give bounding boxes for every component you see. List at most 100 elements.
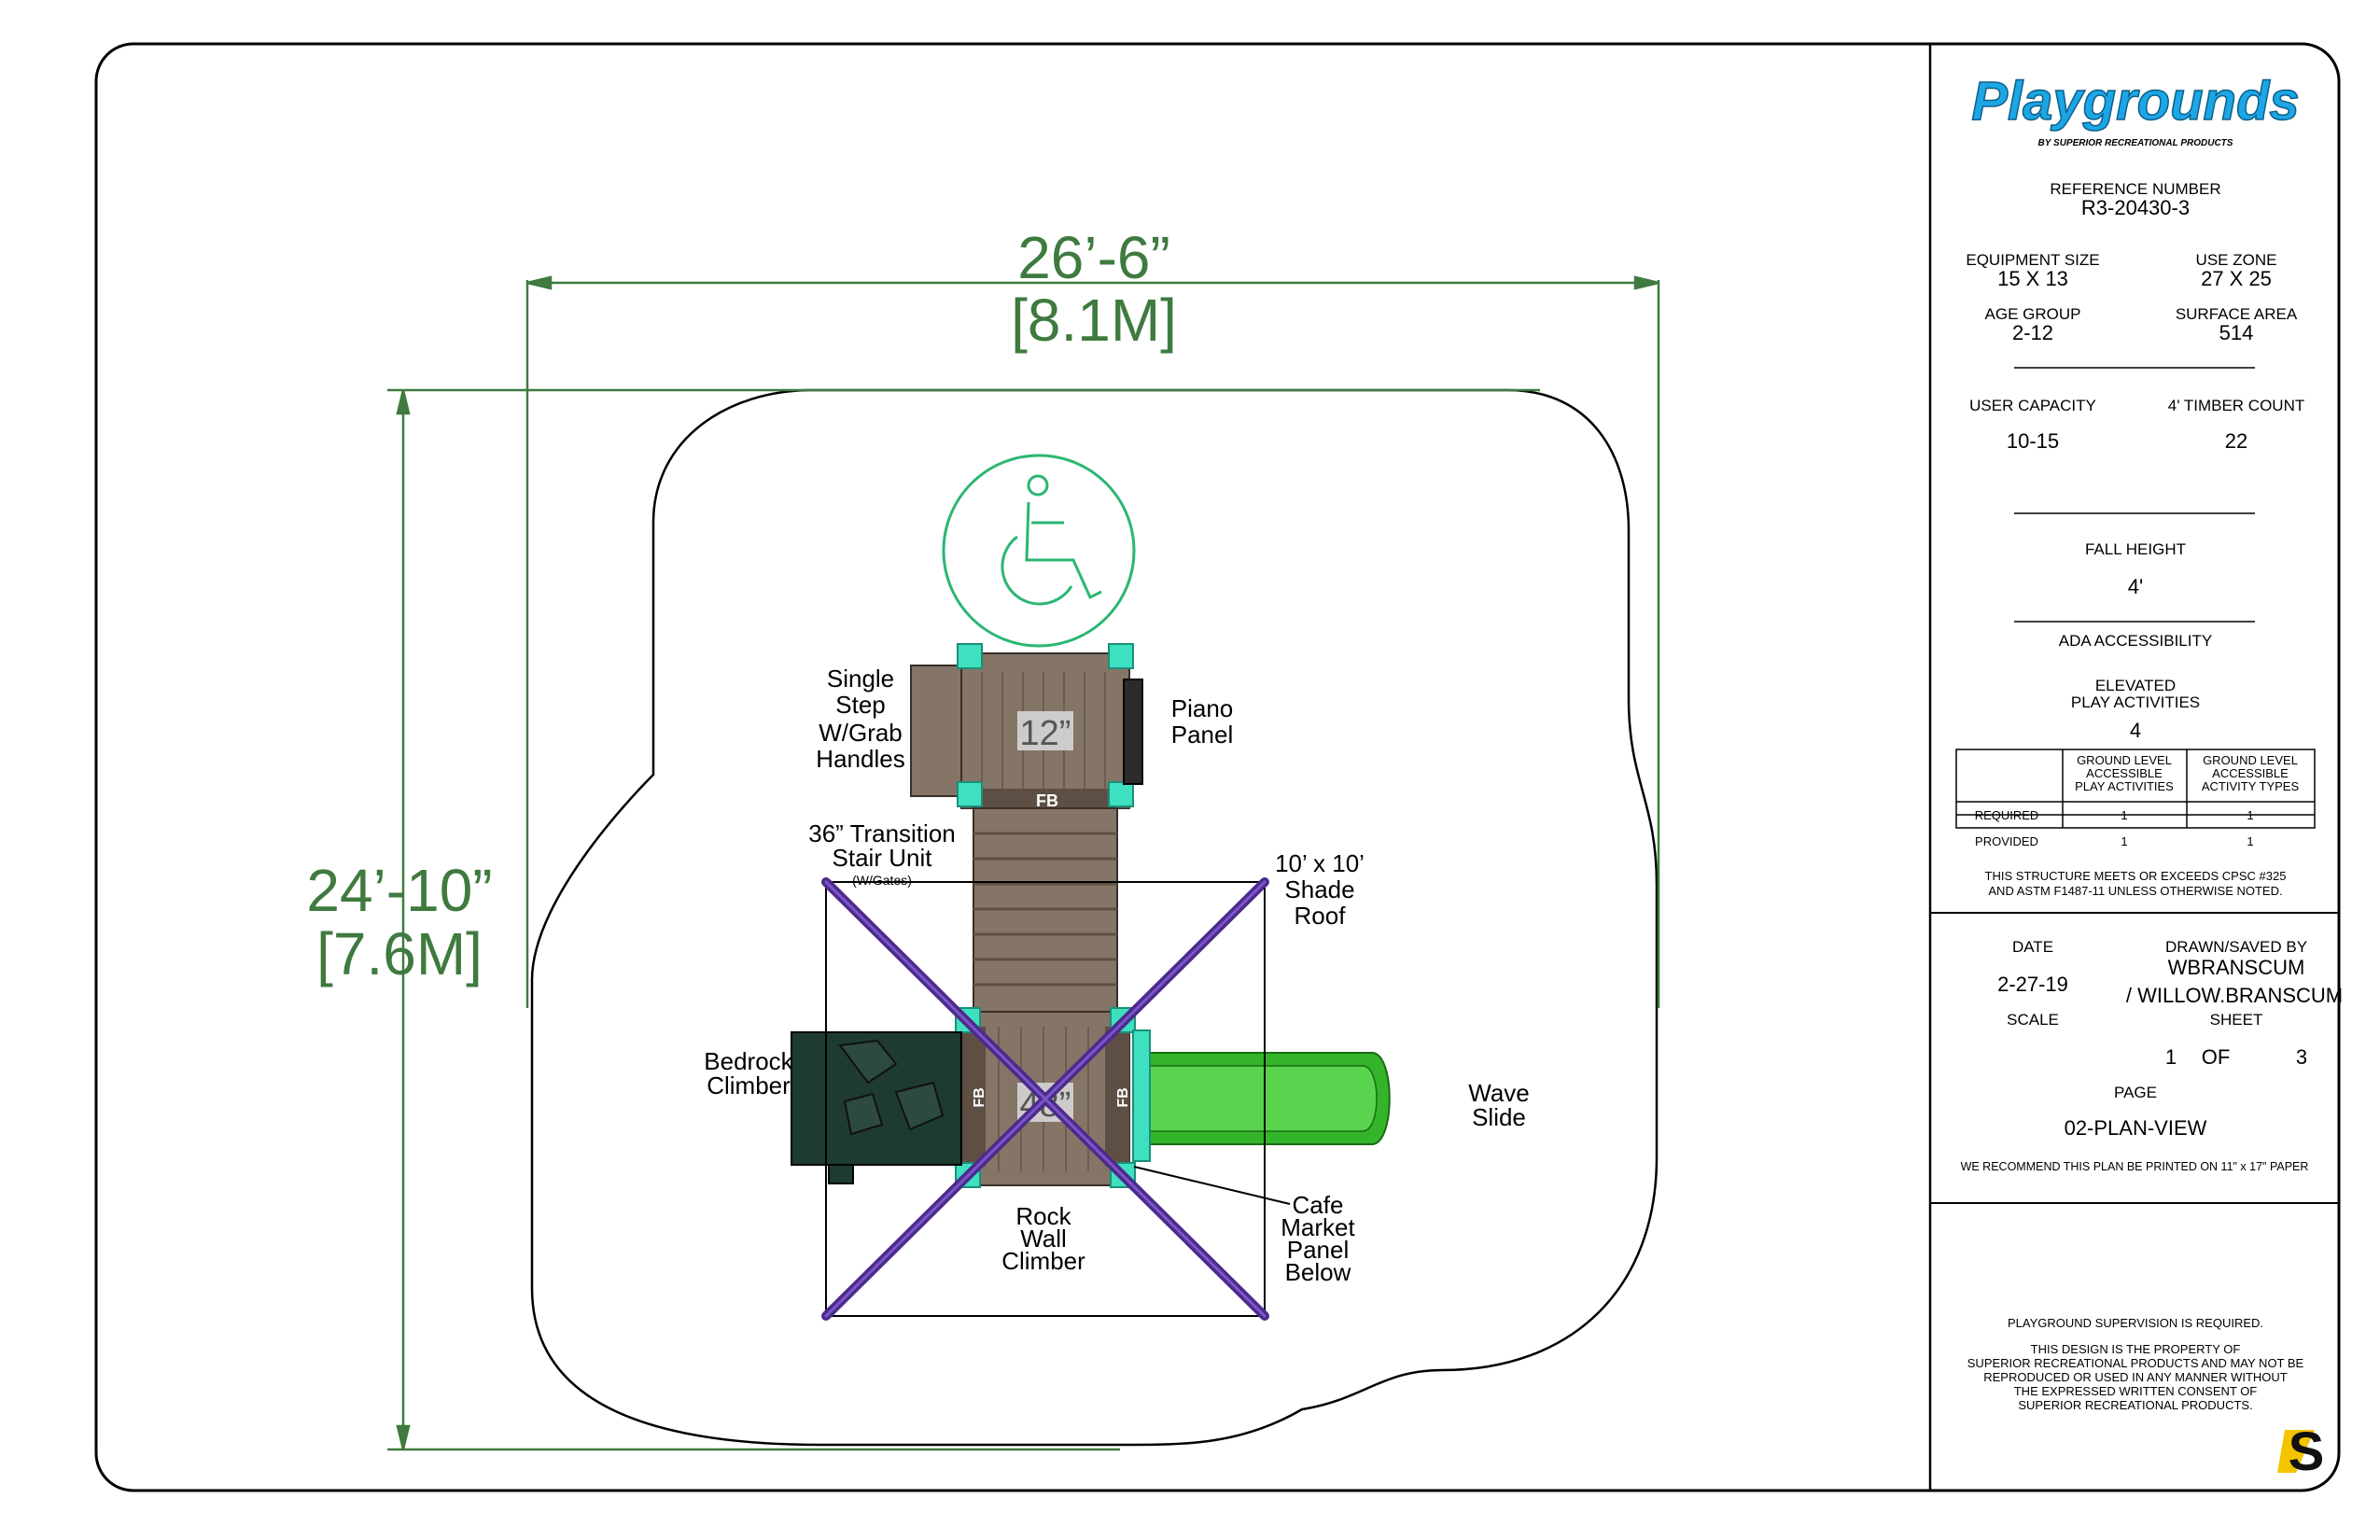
table-row-required-v2: 1 [2247,808,2253,822]
label-bedrock-2: Climber [707,1071,791,1099]
width-dimension-metric: [8.1M] [1011,287,1177,354]
label-cafe-1: Cafe [1293,1191,1344,1219]
page-value: 02-PLAN-VIEW [2065,1116,2207,1140]
width-dimension-imperial: 26’-6” [1017,224,1170,291]
label-stair-note: (W/Gates) [852,873,912,888]
property-line-4: THE EXPRESSED WRITTEN CONSENT OF [2014,1384,2258,1398]
property-line-5: SUPERIOR RECREATIONAL PRODUCTS. [2018,1398,2252,1412]
sheet-border [94,42,2341,1492]
surface-area-value: 514 [2219,321,2254,344]
property-line-3: REPRODUCED OR USED IN ANY MANNER WITHOUT [1983,1370,2288,1384]
brand-logo: Playgrounds [1971,71,2299,132]
label-wave-1: Wave [1468,1079,1530,1107]
label-single-step-3: W/Grab [819,719,903,747]
sheet-total: 3 [2296,1045,2307,1069]
timber-count-value: 22 [2225,429,2247,453]
user-capacity-label: USER CAPACITY [1969,397,2096,414]
label-shade-2: Shade [1284,875,1354,903]
table-col1-line3: PLAY ACTIVITIES [2075,779,2174,793]
table-row-required-label: REQUIRED [1975,808,2039,822]
label-rock-1: Rock [1015,1202,1071,1230]
property-line-2: SUPERIOR RECREATIONAL PRODUCTS AND MAY N… [1967,1356,2304,1370]
label-single-step-1: Single [827,665,894,693]
transition-stair-unit [973,807,1118,1013]
drawn-value-1: WBRANSCUM [2168,956,2305,979]
use-zone-value: 27 X 25 [2201,267,2272,290]
label-shade-1: 10’ x 10’ [1275,849,1365,877]
age-group-label: AGE GROUP [1985,305,2081,323]
label-piano-2: Panel [1171,721,1234,749]
sheet-of: OF [2202,1045,2231,1069]
age-group-value: 2-12 [2012,321,2053,344]
table-row-provided-v2: 1 [2247,834,2253,848]
sheet-label: SHEET [2210,1011,2263,1029]
date-value: 2-27-19 [1997,973,2068,996]
label-shade-3: Roof [1295,902,1347,930]
sheet-number: 1 [2165,1045,2177,1069]
equipment-size-value: 15 X 13 [1997,267,2068,290]
height-dimension-imperial: 24’-10” [306,857,492,924]
table-col2-line1: GROUND LEVEL [2203,753,2298,767]
brand-monogram-letter: S [2289,1421,2325,1482]
use-zone-outline [530,388,1659,1447]
table-col1-line2: ACCESSIBLE [2086,766,2163,780]
label-cafe-4: Below [1285,1258,1351,1286]
elevated-label-2: PLAY ACTIVITIES [2071,693,2200,711]
upper-deck: 12” FB [957,643,1134,810]
single-step [910,665,964,797]
label-cafe-3: Panel [1287,1236,1350,1264]
elevated-value: 4 [2130,719,2141,742]
label-piano-1: Piano [1171,694,1234,722]
upper-deck-height: 12” [1020,714,1071,753]
label-single-step-2: Step [835,691,886,719]
brand-logo-subtext: BY SUPERIOR RECREATIONAL PRODUCTS [2038,138,2233,148]
shade-roof [821,877,1269,1321]
label-bedrock-1: Bedrock [704,1047,793,1075]
page-label: PAGE [2114,1084,2157,1101]
timber-count-label: 4' TIMBER COUNT [2168,397,2305,414]
date-label: DATE [2012,938,2053,956]
title-block: Playgrounds BY SUPERIOR RECREATIONAL PRO… [1955,70,2343,1482]
table-col1-line1: GROUND LEVEL [2077,753,2172,767]
scale-label: SCALE [2007,1011,2059,1029]
reference-label: REFERENCE NUMBER [2050,180,2220,198]
label-cafe-2: Market [1281,1213,1355,1241]
equipment-size-label: EQUIPMENT SIZE [1966,251,2099,269]
drawn-label: DRAWN/SAVED BY [2165,938,2307,956]
print-note: WE RECOMMEND THIS PLAN BE PRINTED ON 11"… [1961,1160,2309,1173]
accessibility-table [1955,749,2316,829]
bedrock-climber [791,1031,962,1184]
label-single-step-4: Handles [816,745,904,773]
label-stair-2: Stair Unit [833,844,933,872]
use-zone-label: USE ZONE [2196,251,2277,269]
table-row-provided-label: PROVIDED [1975,834,2038,848]
callout-labels: Single Step W/Grab Handles Piano Panel 3… [704,665,1529,1286]
dimension-lines [387,275,1660,1451]
label-rock-3: Climber [1001,1247,1085,1275]
ada-wheelchair-icon [942,454,1136,648]
table-row-provided-v1: 1 [2121,834,2127,848]
height-dimension-metric: [7.6M] [316,920,483,987]
table-row-required-v1: 1 [2121,808,2127,822]
cpsc-note-2: AND ASTM F1487-11 UNLESS OTHERWISE NOTED… [1988,884,2282,898]
main-deck-fb-left: FB [972,1087,987,1107]
cpsc-note-1: THIS STRUCTURE MEETS OR EXCEEDS CPSC #32… [1985,869,2287,883]
fall-height-value: 4' [2128,575,2143,598]
drawn-value-2: / WILLOW.BRANSCUM [2126,984,2343,1007]
user-capacity-value: 10-15 [2007,429,2059,453]
property-line-1: THIS DESIGN IS THE PROPERTY OF [2031,1342,2241,1356]
table-col2-line3: ACTIVITY TYPES [2202,779,2300,793]
wave-slide [1132,1029,1391,1162]
surface-area-label: SURFACE AREA [2176,305,2298,323]
piano-panel [1123,679,1143,785]
main-deck-fb-right: FB [1115,1087,1131,1107]
label-stair-1: 36” Transition [808,819,956,847]
ada-label: ADA ACCESSIBILITY [2059,632,2212,650]
reference-value: R3-20430-3 [2081,196,2190,219]
supervision-note: PLAYGROUND SUPERVISION IS REQUIRED. [2008,1316,2263,1330]
label-wave-2: Slide [1472,1103,1526,1131]
brand-monogram-icon: S [2277,1421,2324,1482]
cafe-market-leader [1133,1166,1291,1205]
table-col2-line2: ACCESSIBLE [2212,766,2289,780]
